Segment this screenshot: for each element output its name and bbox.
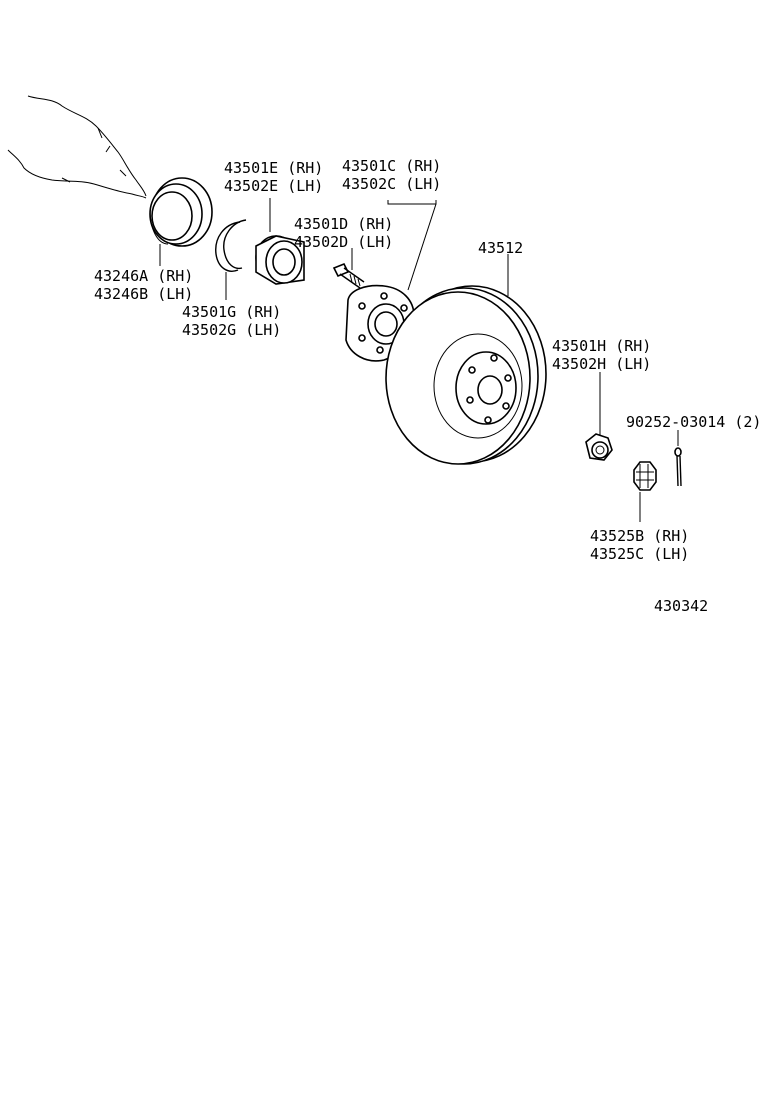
label-oil-seal-rh: 43246A (RH)	[94, 267, 193, 285]
axle-hub-part	[345, 284, 415, 362]
label-axle-hub-rh: 43501C (RH)	[342, 157, 441, 175]
label-axle-hub-lh: 43502C (LH)	[342, 175, 441, 193]
part-labels: 43246A (RH) 43246B (LH) 43501E (RH) 4350…	[94, 157, 760, 615]
label-lock-cap-rh: 43525B (RH)	[590, 527, 689, 545]
hub-nut-part	[585, 433, 613, 461]
label-snap-ring-rh: 43501G (RH)	[182, 303, 281, 321]
label-hub-bolt-rh: 43501D (RH)	[294, 215, 393, 233]
snap-ring-part	[215, 219, 247, 272]
label-disc-rotor: 43512	[478, 239, 523, 257]
leader-lines	[159, 198, 679, 522]
label-lock-cap-lh: 43525C (LH)	[590, 545, 689, 563]
label-bearing-rh: 43501E (RH)	[224, 159, 323, 177]
steering-knuckle-outline	[7, 95, 147, 199]
hub-bolt-part	[332, 262, 365, 289]
lock-cap-part	[633, 461, 657, 491]
label-cotter-pin: 90252-03014 (2)	[626, 413, 760, 431]
disc-rotor-part	[385, 285, 547, 465]
cotter-pin-part	[674, 447, 682, 487]
figure-number: 430342	[654, 597, 708, 615]
label-hub-nut-rh: 43501H (RH)	[552, 337, 651, 355]
label-oil-seal-lh: 43246B (LH)	[94, 285, 193, 303]
oil-seal-part	[149, 177, 213, 247]
label-hub-bolt-lh: 43502D (LH)	[294, 233, 393, 251]
label-hub-nut-lh: 43502H (LH)	[552, 355, 651, 373]
bearing-part	[255, 235, 305, 285]
label-snap-ring-lh: 43502G (LH)	[182, 321, 281, 339]
label-bearing-lh: 43502E (LH)	[224, 177, 323, 195]
